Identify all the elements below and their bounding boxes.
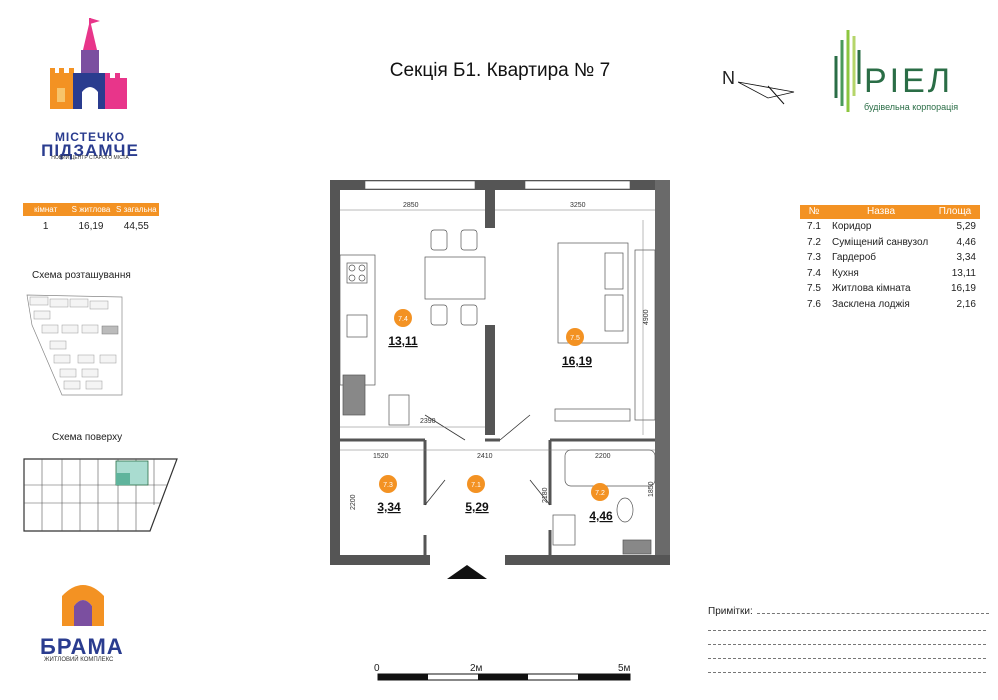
dim-room-depth: 4900 (643, 309, 650, 325)
riel-logo-icon (834, 30, 861, 112)
room-badge: 7.1 (471, 482, 481, 489)
north-label: N (722, 68, 735, 88)
room-area: 4,46 (589, 509, 613, 523)
dim-wardrobe-width: 1520 (373, 453, 389, 460)
room-badge: 7.4 (398, 316, 408, 323)
room-area: 13,11 (388, 334, 418, 348)
brand-tagline: НОВИЙ ЦЕНТР СТАРОГО МІСТА (51, 155, 129, 161)
scale-label-2m: 2м (470, 663, 483, 674)
brand-name: МІСТЕЧКО ПІДЗАМЧЕ (41, 130, 139, 160)
room-badge: 7.5 (570, 335, 580, 342)
compass-arrow-icon (738, 81, 795, 105)
riel-tagline: будівельна корпорація (864, 102, 959, 112)
entrance-arrow-icon (447, 565, 487, 579)
room-area: 5,29 (465, 500, 489, 514)
brama-tagline: ЖИТЛОВИЙ КОМПЛЕКС (44, 657, 114, 663)
dim-kitchen-width: 2850 (403, 202, 419, 209)
castle-logo-icon (50, 18, 127, 109)
dim-corridor-depth: 2180 (542, 487, 549, 503)
dim-bath-depth: 1850 (648, 481, 655, 497)
dim-kitchen-bottom: 2390 (420, 418, 436, 425)
room-badge: 7.3 (383, 482, 393, 489)
plan-walls (330, 180, 670, 565)
floor-scheme-map (23, 458, 178, 532)
riel-name: РІЕЛ (864, 62, 954, 100)
summary-values: 1 16,19 44,55 (42, 221, 149, 232)
brama-logo-icon (62, 585, 104, 626)
location-scheme-map (26, 294, 123, 396)
apartment-floor-plan: 2850 3250 2390 1520 2410 2200 4900 2200 … (330, 180, 670, 579)
location-scheme-label: Схема розташування (32, 270, 131, 281)
scale-label-0: 0 (374, 663, 380, 674)
page-title: Секція Б1. Квартира № 7 (389, 60, 611, 81)
floor-scheme-label: Схема поверху (52, 432, 123, 443)
dim-bath-width: 2200 (595, 453, 611, 460)
room-area: 16,19 (562, 354, 592, 368)
dim-wardrobe-depth: 2200 (350, 494, 357, 510)
room-area: 3,34 (377, 500, 401, 514)
scale-bar (377, 673, 631, 681)
notes-block: Примітки: (708, 606, 989, 673)
rooms-table-header: № Назва Площа (800, 205, 980, 219)
dim-room-width: 3250 (570, 202, 586, 209)
scale-label-5m: 5м (618, 663, 631, 674)
dim-corridor-width: 2410 (477, 453, 493, 460)
room-badge: 7.2 (595, 490, 605, 497)
summary-header: кімнат S житлова S загальна (23, 203, 159, 216)
notes-label: Примітки: (708, 606, 753, 617)
brama-name: БРАМА (40, 634, 124, 659)
